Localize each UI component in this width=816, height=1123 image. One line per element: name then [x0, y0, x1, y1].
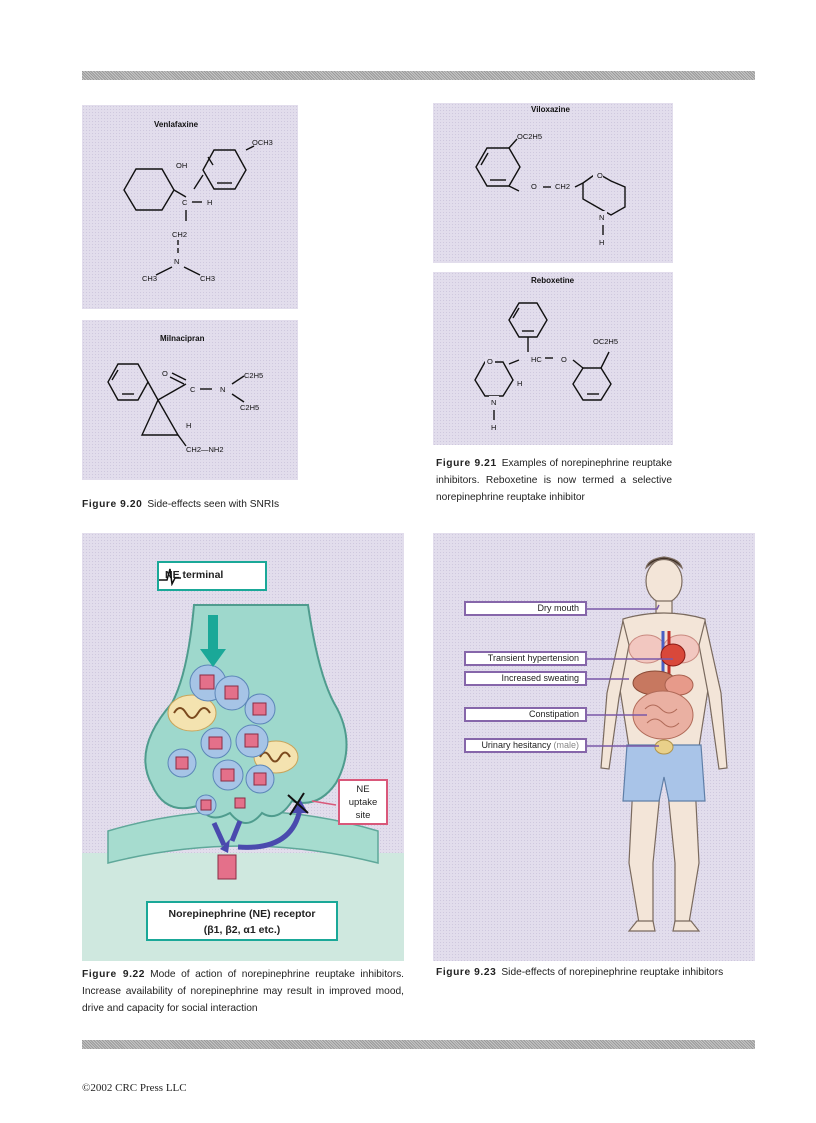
h-ring-label: H: [517, 379, 522, 388]
caption-text: Side-effects of norepinephrine reuptake …: [501, 967, 724, 978]
right-foot: [672, 920, 701, 932]
figure-9-20-caption: Figure 9.20 Side-effects seen with SNRIs: [82, 496, 322, 513]
uptake-pointer: [311, 800, 337, 806]
synapse-panel: NE terminal NE uptake site Norepinephrin…: [82, 533, 404, 961]
action-potential-icon: [159, 568, 181, 586]
h-label: H: [207, 198, 212, 207]
uptake-label-line3: site: [355, 810, 371, 821]
postsynaptic-membrane: [107, 810, 379, 864]
urinary-qualifier: (male): [553, 740, 579, 750]
uptake-label-line1: NE: [356, 784, 370, 795]
mitochondrion-cristae: [173, 707, 211, 719]
ch2nh2-label: CH2—NH2: [186, 445, 224, 454]
hair: [644, 556, 684, 570]
copyright-footer: ©2002 CRC Press LLC: [82, 1082, 187, 1094]
molecule-name: Venlafaxine: [154, 120, 199, 129]
ne-receptor: [217, 854, 237, 880]
oc2h5-label: OC2H5: [517, 132, 542, 141]
down-arrow-shaft: [208, 615, 218, 651]
och3-label: OCH3: [252, 138, 273, 147]
molecule-name: Milnacipran: [160, 334, 205, 343]
c-label: C: [182, 198, 188, 207]
down-arrow-head: [200, 649, 226, 667]
vesicles: [167, 664, 276, 816]
receptor-label: Norepinephrine (NE) receptor: [168, 908, 316, 920]
figure-number: Figure 9.21: [436, 458, 497, 469]
figure-number: Figure 9.22: [82, 969, 146, 980]
release-arrow: [229, 820, 243, 842]
constipation-label: Constipation: [464, 707, 587, 722]
h-n-label: H: [491, 423, 496, 432]
hc-label: HC: [531, 355, 542, 364]
c-label: C: [190, 385, 196, 394]
molecule-name: Reboxetine: [531, 276, 575, 285]
uptake-label-line2: uptake: [348, 797, 378, 808]
transient-hypertension-label: Transient hypertension: [464, 651, 587, 666]
left-foot: [627, 920, 656, 932]
reboxetine-structure: Reboxetine OC2H5 HC O O H N H: [474, 276, 618, 432]
n-label: N: [174, 257, 179, 266]
right-arm: [698, 620, 728, 770]
milnacipran-panel: Milnacipran O C N C2H5 C2H5 H CH2—NH2: [82, 320, 298, 480]
venlafaxine-panel: Venlafaxine OCH3 OH C H CH2 N CH3 CH3: [82, 105, 298, 309]
c2h5-bottom-label: C2H5: [240, 403, 259, 412]
caption-text: Mode of action of norepinephrine reuptak…: [82, 969, 405, 1014]
oc2h5-label: OC2H5: [593, 337, 618, 346]
released-ne: [234, 797, 246, 809]
n-label: N: [220, 385, 225, 394]
o-link-label: O: [561, 355, 567, 364]
right-leg: [666, 782, 700, 926]
h-label: H: [186, 421, 191, 430]
figure-number: Figure 9.23: [436, 967, 497, 978]
ch3-right-label: CH3: [200, 274, 215, 283]
receptor-subtypes: (β1, β2, α1 etc.): [203, 924, 281, 936]
milnacipran-structure: Milnacipran O C N C2H5 C2H5 H CH2—NH2: [107, 334, 263, 454]
reboxetine-panel: Reboxetine OC2H5 HC O O H N H: [433, 272, 673, 445]
o-link-label: O: [531, 182, 537, 191]
left-arm: [600, 620, 630, 770]
synapse-illustration: [82, 604, 404, 961]
mitochondrion-cristae: [259, 751, 291, 763]
oh-label: OH: [176, 161, 187, 170]
head: [645, 558, 683, 604]
viloxazine-panel: Viloxazine OC2H5 O CH2 O N H: [433, 103, 673, 263]
reuptake-arrow: [237, 808, 303, 850]
n-label: N: [491, 398, 496, 407]
h-label: H: [599, 238, 604, 247]
organs: [628, 631, 700, 755]
figure-9-23-caption: Figure 9.23 Side-effects of norepinephrin…: [436, 964, 766, 981]
top-rule: [82, 71, 755, 80]
n-label: N: [599, 213, 604, 222]
receptor-callout: Norepinephrine (NE) receptor (β1, β2, α1…: [146, 901, 338, 941]
ne-terminal-callout: NE terminal: [157, 561, 267, 591]
left-leg: [628, 782, 662, 926]
caption-text: Examples of norepinephrine reuptake inhi…: [436, 458, 673, 503]
increased-sweating-label: Increased sweating: [464, 671, 587, 686]
venlafaxine-structure: Venlafaxine OCH3 OH C H CH2 N CH3 CH3: [123, 120, 273, 283]
ne-uptake-callout: NE uptake site: [338, 779, 388, 825]
ch2-label: CH2: [172, 230, 187, 239]
bottom-rule: [82, 1040, 755, 1049]
release-arrow: [211, 821, 227, 847]
mitochondrion: [167, 694, 217, 732]
human-figure: [585, 556, 728, 932]
c2h5-top-label: C2H5: [244, 371, 263, 380]
pointer-lines: [585, 604, 673, 747]
ch3-left-label: CH3: [142, 274, 157, 283]
ch2-label: CH2: [555, 182, 570, 191]
o-ring-label: O: [597, 171, 603, 180]
caption-text: Side-effects seen with SNRIs: [147, 499, 280, 510]
o-label: O: [162, 369, 168, 378]
side-effects-panel: Dry mouth Transient hypertension Increas…: [433, 533, 755, 961]
viloxazine-structure: Viloxazine OC2H5 O CH2 O N H: [475, 105, 626, 247]
o-ring-label: O: [487, 357, 493, 366]
shorts: [622, 744, 706, 802]
figure-number: Figure 9.20: [82, 499, 143, 510]
molecule-name: Viloxazine: [531, 105, 571, 114]
dry-mouth-label: Dry mouth: [464, 601, 587, 616]
urinary-hesitancy-label: Urinary hesitancy (male): [464, 738, 587, 753]
blocked-uptake-icon: [287, 792, 309, 816]
